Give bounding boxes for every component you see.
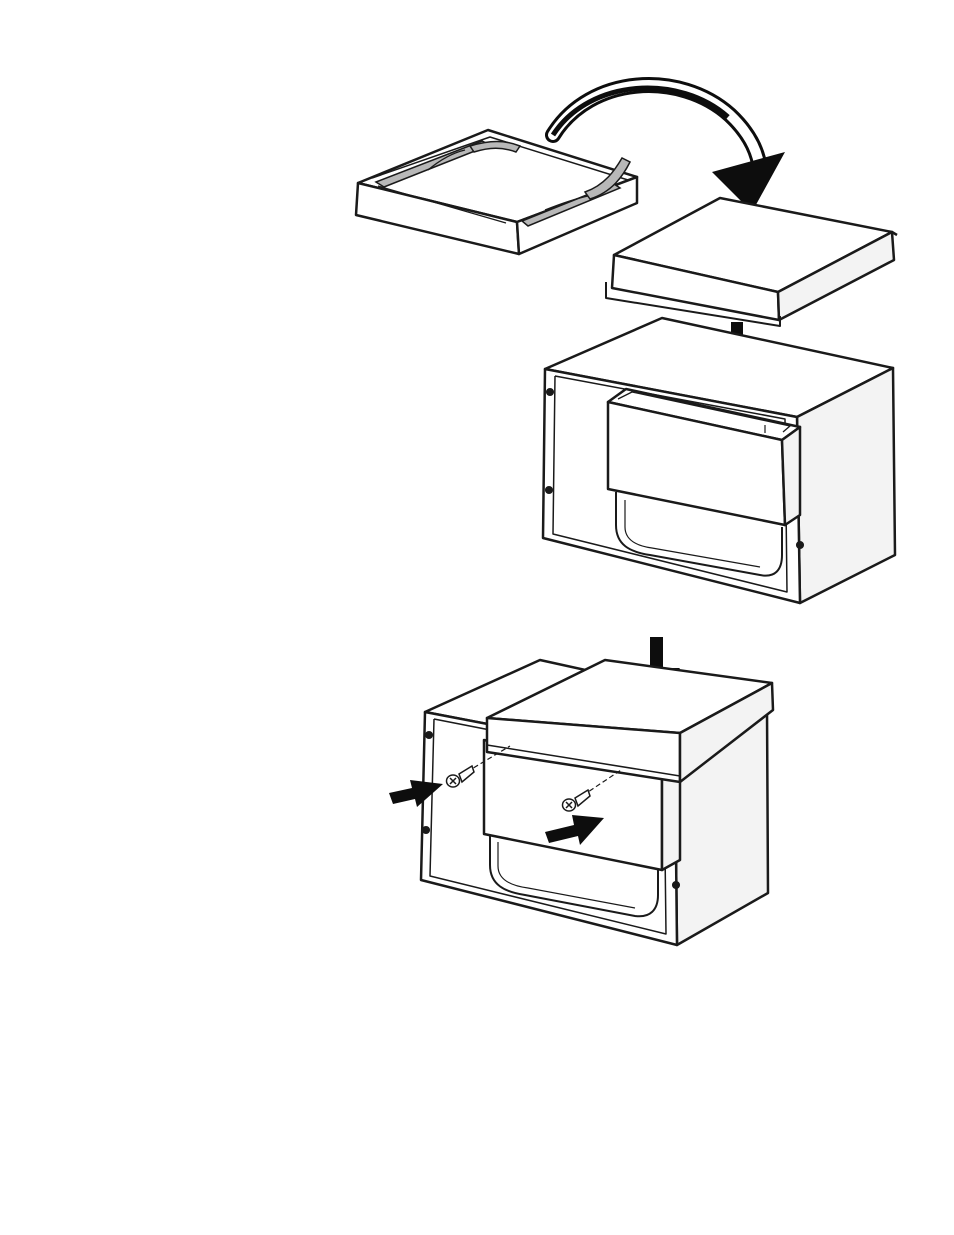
top-cover — [606, 198, 897, 326]
step-2-fasten-cover — [389, 637, 773, 945]
step-1-flip-cover — [356, 85, 897, 603]
